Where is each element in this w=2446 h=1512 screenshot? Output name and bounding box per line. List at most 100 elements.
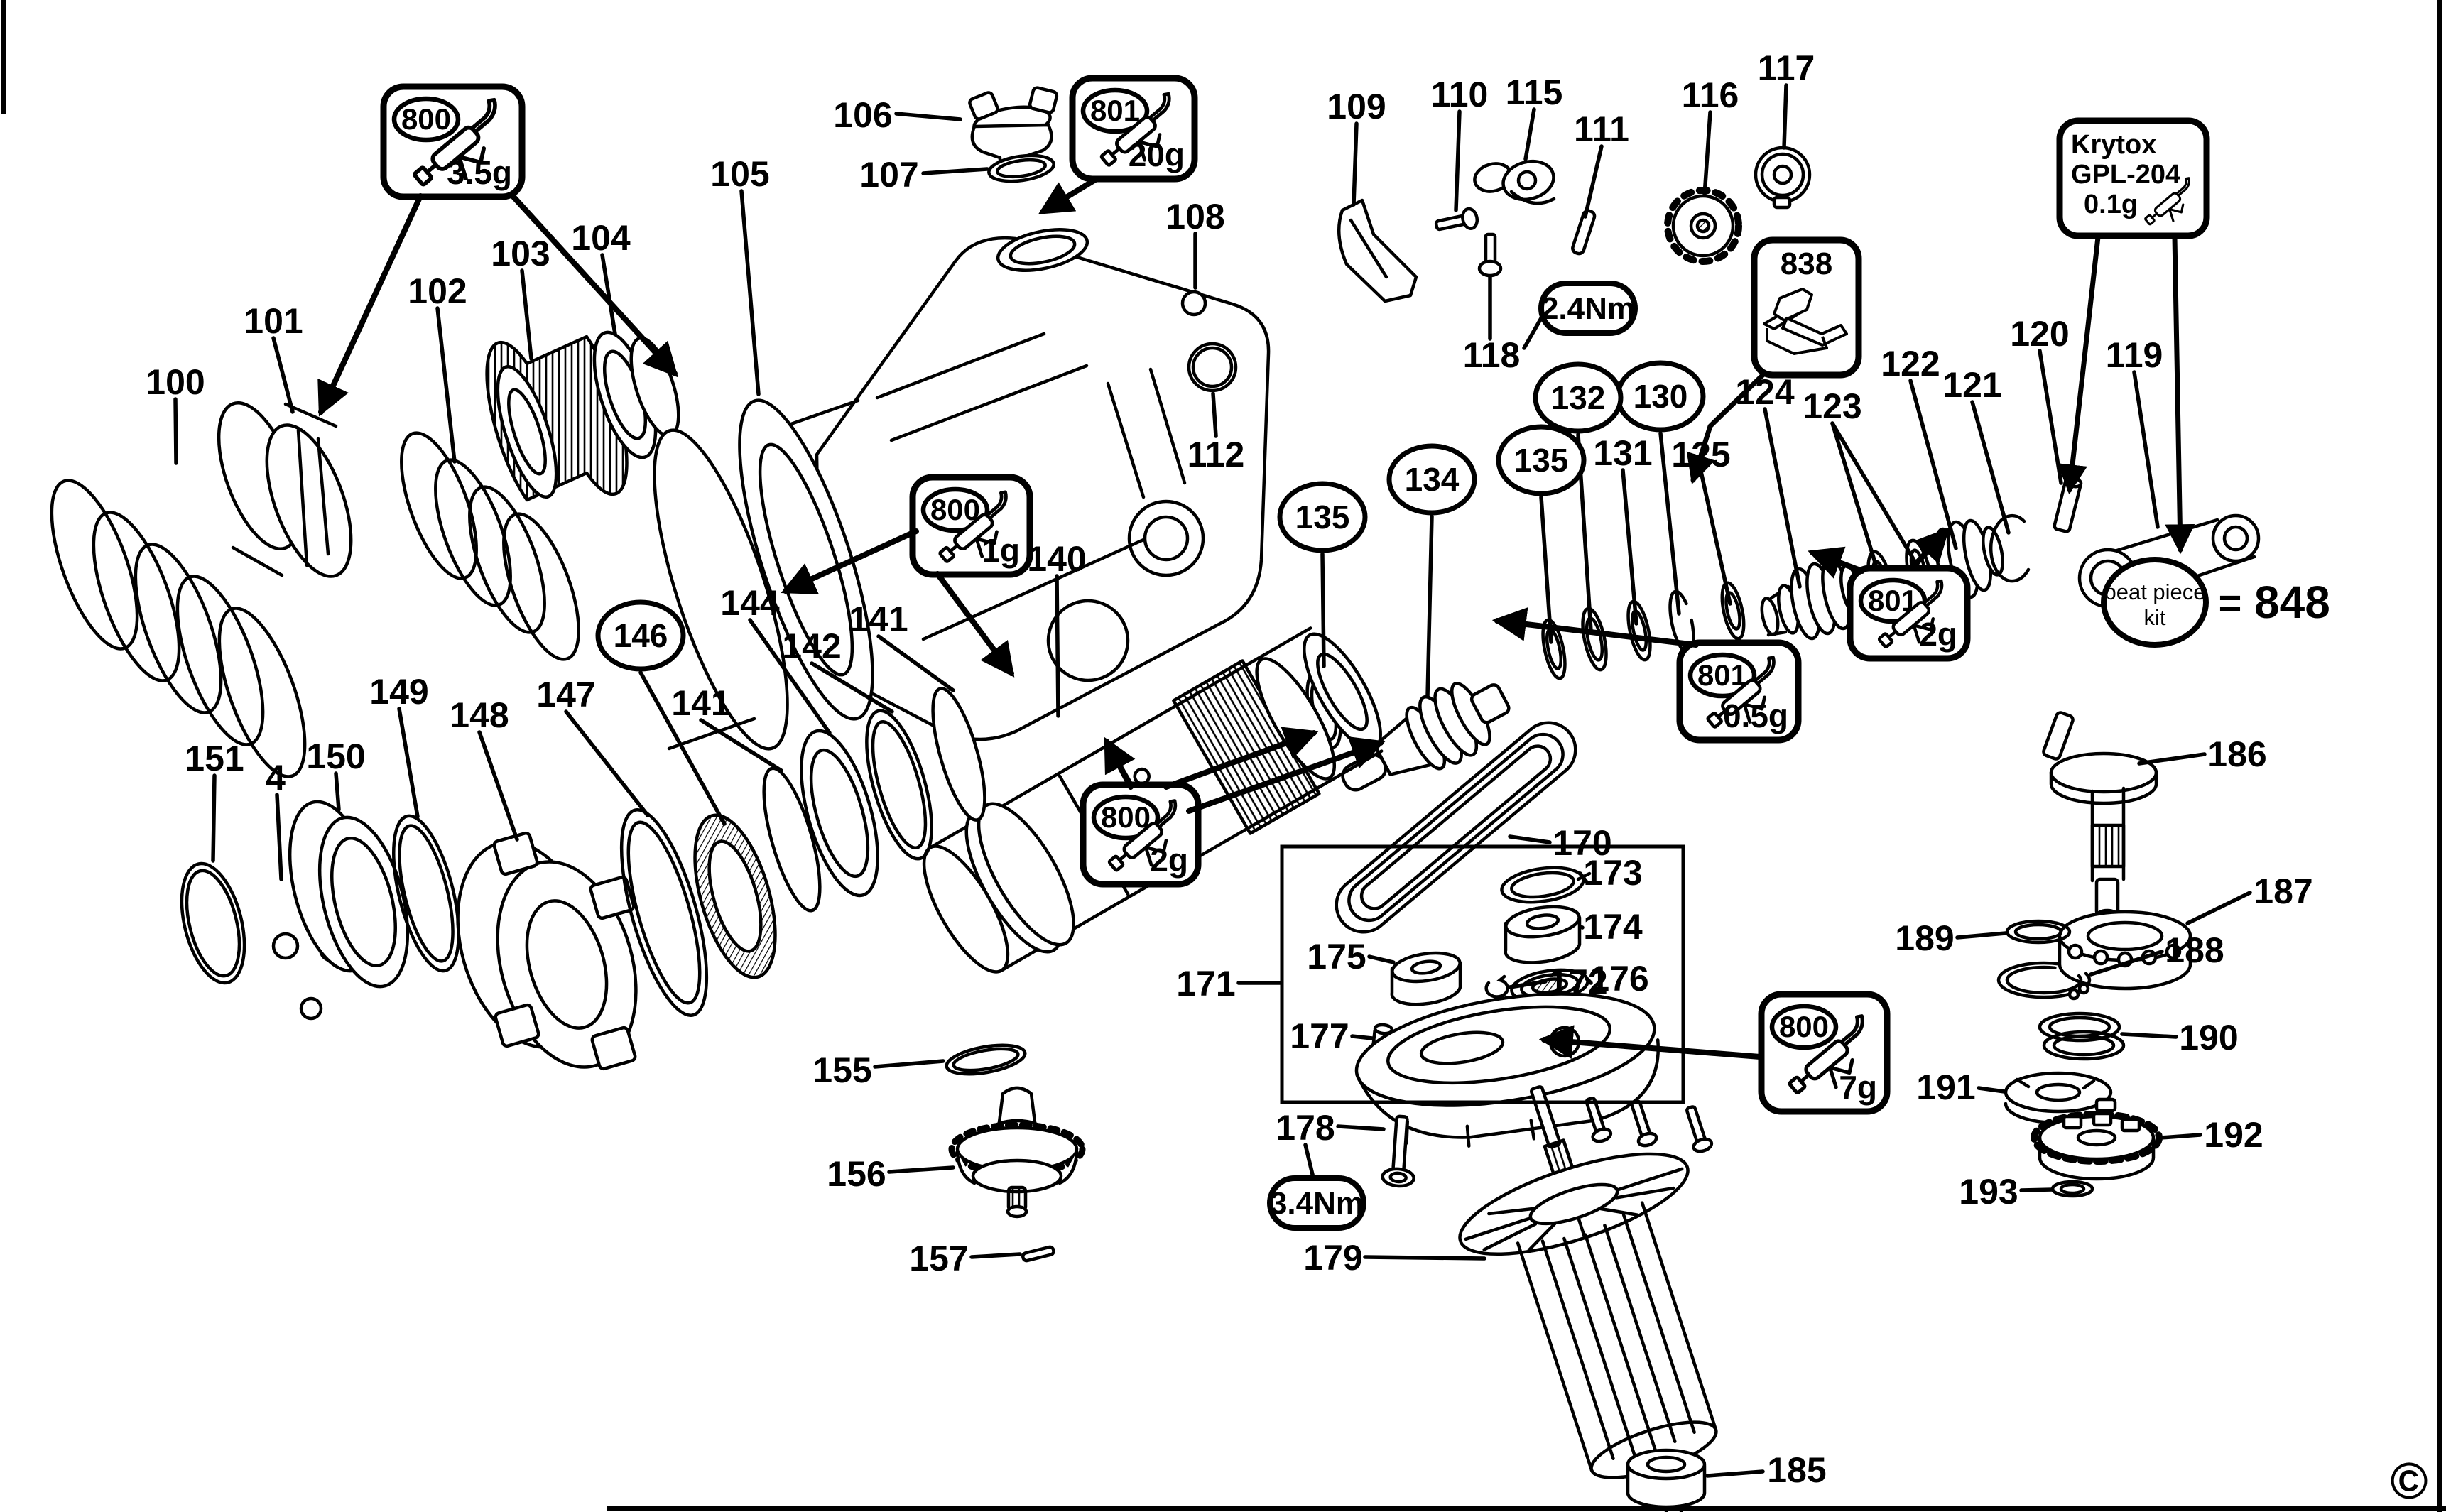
- part-label-141: 141: [849, 599, 908, 639]
- leader-line: [2120, 1032, 2178, 1039]
- part-pin: [1571, 209, 1597, 256]
- leader-line: [1763, 407, 1802, 589]
- part-gear: [2031, 1111, 2163, 1181]
- label-text: 149: [369, 672, 428, 712]
- part-label-147: 147: [536, 675, 595, 714]
- part-label-104: 104: [571, 218, 631, 258]
- page-border-right: [2437, 0, 2442, 1512]
- copyright-symbol: ©: [2390, 1453, 2428, 1510]
- label-text: 111: [1574, 109, 1629, 149]
- part-label-122: 122: [1881, 344, 1940, 384]
- pointer-arrow: [1686, 372, 1766, 485]
- label-text: 144: [720, 583, 780, 623]
- leader-line: [810, 661, 894, 714]
- part-screw: [1381, 1114, 1415, 1188]
- part-ring: [865, 709, 933, 861]
- part-spider-clutch: [456, 831, 638, 1071]
- label-text: 115: [1506, 72, 1563, 112]
- leader-line: [1908, 379, 1958, 550]
- leader-line: [748, 618, 832, 735]
- label-text: 118: [1463, 335, 1521, 375]
- part-label-185: 185: [1767, 1450, 1826, 1490]
- label-text: 177: [1290, 1016, 1349, 1056]
- label-text: 4: [266, 758, 286, 798]
- part-label-172: 172: [1548, 962, 1607, 1002]
- part-gear-sleeve: [485, 335, 629, 502]
- part-label-132: 132: [1533, 361, 1624, 434]
- part-label-103: 103: [491, 234, 550, 273]
- part-label-115: 115: [1506, 72, 1563, 112]
- label-text: 134: [1405, 461, 1460, 498]
- part-label-176: 176: [1589, 959, 1648, 999]
- part-label-121: 121: [1942, 365, 2001, 405]
- part-label-117: 117: [1758, 48, 1815, 88]
- torque-callout-3.4Nm: 3.4Nm: [1267, 1175, 1366, 1231]
- callout-code-oval: [920, 486, 990, 533]
- label-text: 110: [1431, 75, 1489, 114]
- part-label-4: 4: [266, 758, 286, 798]
- leader-line: [334, 771, 341, 812]
- pointer-arrow: [1808, 546, 1865, 579]
- part-label-130: 130: [1615, 360, 1706, 433]
- leader-line: [2089, 950, 2164, 977]
- label-circle: [595, 599, 686, 672]
- group-box-171: [1280, 844, 1685, 1104]
- part-label-140: 140: [1027, 539, 1086, 579]
- kit-text-line: beat piece: [2104, 580, 2205, 604]
- grease-callout-801-0.5g: 801 0.5g: [1676, 639, 1802, 744]
- callout-amount: 0.5g: [1723, 697, 1788, 734]
- torque-oval: [1267, 1175, 1366, 1231]
- part-label-107: 107: [859, 155, 918, 195]
- leader-line: [520, 268, 533, 361]
- part-label-112: 112: [1187, 435, 1245, 474]
- label-text: 189: [1895, 918, 1954, 958]
- part-label-170: 170: [1553, 823, 1611, 863]
- label-text: 179: [1303, 1238, 1362, 1278]
- callout-code: 800: [1779, 1010, 1829, 1043]
- torque-callout-2.4Nm: 2.4Nm: [1538, 281, 1638, 336]
- leader-line: [921, 167, 989, 175]
- leader-line: [1211, 391, 1218, 438]
- callout-amount: 20g: [1129, 136, 1185, 173]
- part-bearing: [1504, 905, 1582, 964]
- label-text: 123: [1803, 386, 1861, 426]
- leader-line: [1699, 469, 1732, 606]
- callout-code: 801: [1697, 658, 1747, 692]
- torque-text: 3.4Nm: [1270, 1186, 1364, 1221]
- label-text: 173: [1583, 853, 1642, 893]
- label-text: 101: [244, 301, 303, 341]
- part-snap-ring: [1996, 961, 2092, 1001]
- label-text: 108: [1165, 197, 1224, 236]
- label-text: 147: [536, 675, 595, 714]
- part-label-134: 134: [1386, 443, 1477, 516]
- leader-line: [1830, 421, 1918, 565]
- part-spring-washers: [2038, 1011, 2126, 1061]
- part-c-clip: [1989, 513, 2031, 583]
- part-label-110: 110: [1431, 75, 1489, 114]
- part-label-109: 109: [1327, 87, 1386, 126]
- torque-oval: [1538, 281, 1638, 336]
- label-text: 103: [491, 234, 550, 273]
- part-label-149: 149: [369, 672, 428, 712]
- kit-equals: =: [2219, 580, 2242, 625]
- pointer-arrow: [1491, 607, 1699, 648]
- part-thin-ring: [762, 766, 822, 913]
- label-text: 172: [1548, 962, 1607, 1002]
- callout-838-text: 838: [1781, 246, 1832, 281]
- part-label-106: 106: [833, 95, 892, 135]
- part-label-174: 174: [1583, 907, 1643, 947]
- part-label-189: 189: [1895, 918, 1954, 958]
- part-label-190: 190: [2179, 1018, 2238, 1057]
- part-ring: [800, 729, 879, 898]
- krytox-text-line: GPL-204: [2071, 160, 2180, 190]
- label-text: 151: [185, 739, 244, 778]
- pointer-arrow: [1038, 176, 1099, 214]
- pointer-arrow: [2058, 234, 2101, 495]
- part-label-191: 191: [1916, 1067, 1975, 1107]
- torque-text: 2.4Nm: [1541, 291, 1635, 326]
- callout-amount: 2g: [1919, 616, 1957, 653]
- label-text: 175: [1307, 937, 1366, 977]
- label-text: 121: [1942, 365, 2001, 405]
